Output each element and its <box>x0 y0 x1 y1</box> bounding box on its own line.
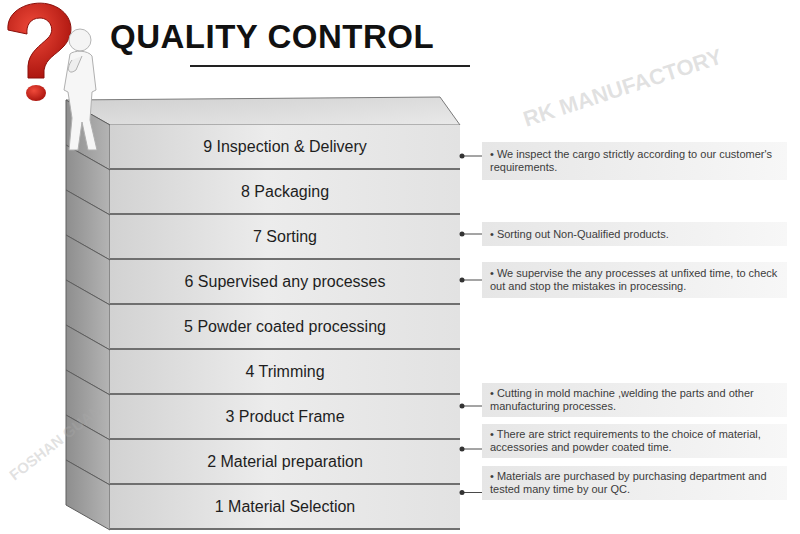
note-box: • We supervise the any processes at unfi… <box>482 262 787 298</box>
figure-head <box>69 29 91 51</box>
watermark: FOSHAN GUAN <box>6 401 104 483</box>
note-text: • We inspect the cargo strictly accordin… <box>490 148 781 174</box>
leader-dot <box>460 490 465 495</box>
question-dot <box>26 85 46 101</box>
stack-slab: 5 Powder coated processing <box>110 305 460 350</box>
leader-path <box>460 406 482 407</box>
leader-line <box>460 278 483 283</box>
step-label: 5 Powder coated processing <box>184 318 386 336</box>
step-label: 9 Inspection & Delivery <box>203 138 367 156</box>
leader-path <box>460 449 482 450</box>
stack-top-face <box>66 97 460 125</box>
leader-path <box>460 156 482 157</box>
figure-body <box>64 51 97 150</box>
note-box: • Sorting out Non-Qualified products. <box>482 222 787 246</box>
stack-slab: 4 Trimming <box>110 350 460 395</box>
leader-line <box>460 447 483 452</box>
leader-line <box>460 490 483 495</box>
title: QUALITY CONTROL <box>110 18 434 56</box>
step-label: 1 Material Selection <box>215 498 356 516</box>
leader-dot <box>460 278 465 283</box>
step-label: 7 Sorting <box>253 228 317 246</box>
note-text: • We supervise the any processes at unfi… <box>490 267 781 293</box>
leader-dot <box>460 404 465 409</box>
stack-slab: 7 Sorting <box>110 215 460 260</box>
watermark: RK MANUFACTORY <box>520 44 726 133</box>
leader-dot <box>460 232 465 237</box>
note-text: • Sorting out Non-Qualified products. <box>490 228 669 241</box>
note-text: • Cutting in mold machine ,welding the p… <box>490 387 781 413</box>
slab-side-face <box>66 460 110 530</box>
stack-side-faces <box>66 100 110 530</box>
note-box: • Cutting in mold machine ,welding the p… <box>482 383 787 417</box>
leader-line <box>460 232 483 237</box>
leader-path <box>460 234 482 235</box>
leader-line <box>460 404 483 409</box>
leader-dot <box>460 447 465 452</box>
step-label: 3 Product Frame <box>225 408 344 426</box>
step-label: 8 Packaging <box>241 183 329 201</box>
stack-slab: 2 Material preparation <box>110 440 460 485</box>
title-underline <box>190 65 470 67</box>
note-text: • There are strict requirements to the c… <box>490 428 781 454</box>
figure-arm <box>69 56 82 72</box>
note-text: • Materials are purchased by purchasing … <box>490 470 781 496</box>
note-box: • There are strict requirements to the c… <box>482 424 787 458</box>
stack-slab: 3 Product Frame <box>110 395 460 440</box>
stack-slab: 6 Supervised any processes <box>110 260 460 305</box>
stack-slab: 8 Packaging <box>110 170 460 215</box>
leader-path <box>460 280 482 281</box>
step-label: 6 Supervised any processes <box>185 273 386 291</box>
step-label: 2 Material preparation <box>207 453 363 471</box>
note-box: • We inspect the cargo strictly accordin… <box>482 142 787 180</box>
question-figure <box>8 3 97 150</box>
stack-slab: 1 Material Selection <box>110 485 460 530</box>
leader-path <box>460 492 482 493</box>
step-label: 4 Trimming <box>245 363 324 381</box>
question-mark <box>8 3 71 78</box>
leader-dot <box>460 154 465 159</box>
stack-slab: 9 Inspection & Delivery <box>110 125 460 170</box>
note-box: • Materials are purchased by purchasing … <box>482 466 787 500</box>
leader-line <box>460 154 483 159</box>
